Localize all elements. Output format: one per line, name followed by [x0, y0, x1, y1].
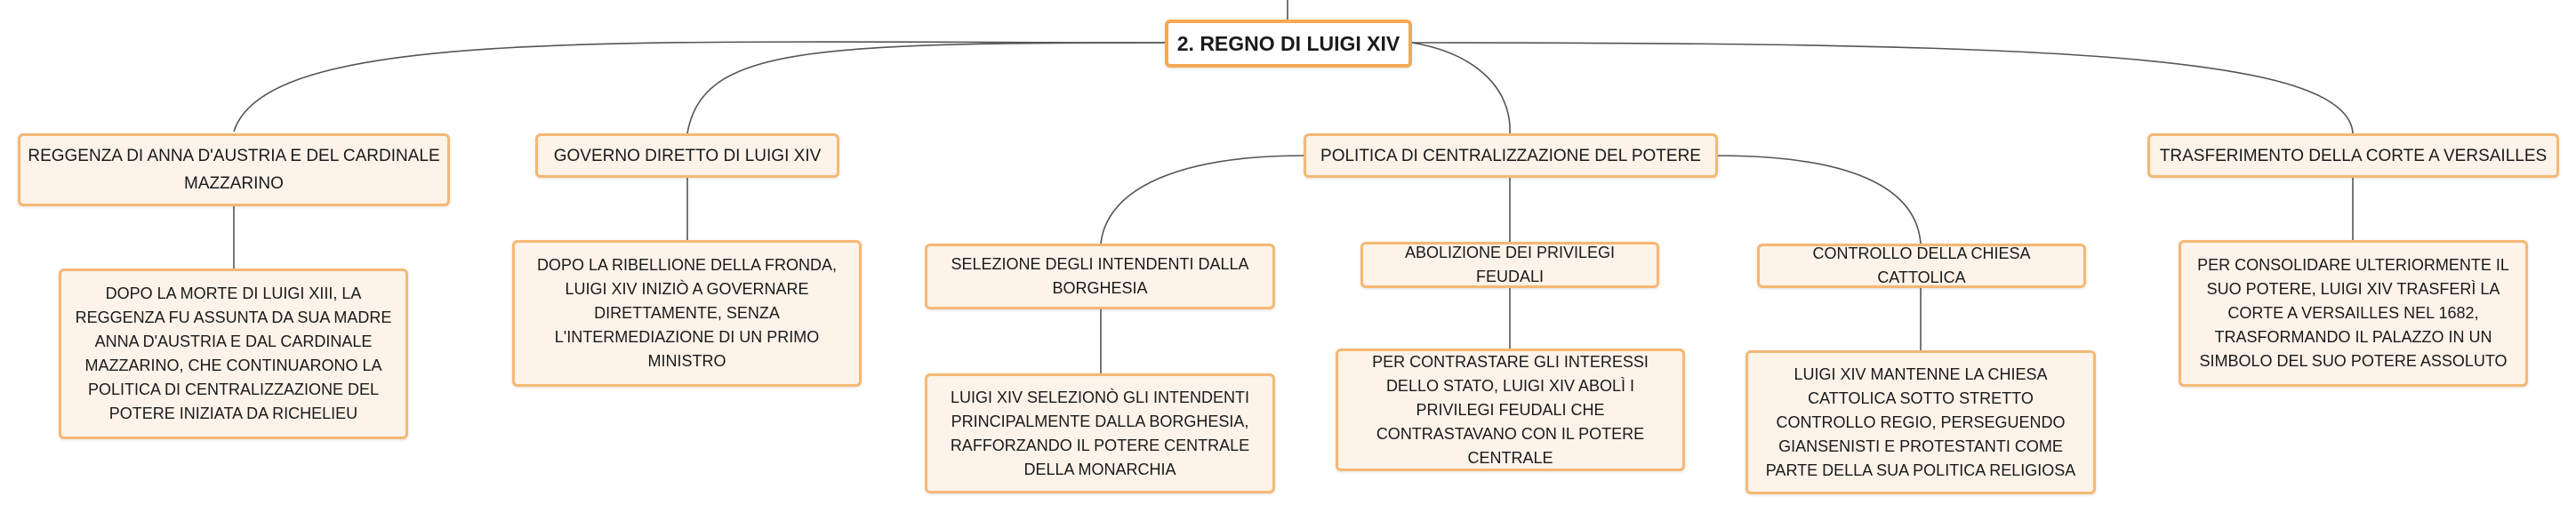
edge-central-church — [1715, 155, 1922, 244]
subtopic-church[interactable]: CONTROLLO DELLA CHIESA CATTOLICA — [1757, 244, 2086, 288]
edge-root-versailles — [1411, 42, 2354, 134]
branch-direct-rule[interactable]: GOVERNO DIRETTO DI LUIGI XIV — [535, 133, 839, 178]
branch-versailles[interactable]: TRASFERIMENTO DELLA CORTE A VERSAILLES — [2147, 133, 2559, 178]
subtopic-feudal[interactable]: ABOLIZIONE DEI PRIVILEGI FEUDALI — [1360, 242, 1659, 288]
detail-intendants[interactable]: LUIGI XIV SELEZIONÒ GLI INTENDENTI PRINC… — [925, 373, 1275, 493]
edge-central-intendants — [1100, 155, 1304, 244]
detail-feudal[interactable]: PER CONTRASTARE GLI INTERESSI DELLO STAT… — [1336, 349, 1685, 471]
edge-root-direct-rule — [686, 42, 1166, 134]
branch-regency[interactable]: REGGENZA DI ANNA D'AUSTRIA E DEL CARDINA… — [18, 133, 450, 206]
edge-root-regency — [233, 41, 1166, 132]
branch-centralization[interactable]: POLITICA DI CENTRALIZZAZIONE DEL POTERE — [1304, 133, 1718, 178]
detail-versailles[interactable]: PER CONSOLIDARE ULTERIORMENTE IL SUO POT… — [2179, 240, 2528, 387]
edge-root-centralization — [1411, 42, 1511, 134]
detail-direct-rule[interactable]: DOPO LA RIBELLIONE DELLA FRONDA, LUIGI X… — [512, 240, 862, 387]
subtopic-intendants[interactable]: SELEZIONE DEGLI INTENDENTI DALLA BORGHES… — [925, 244, 1275, 309]
detail-church[interactable]: LUIGI XIV MANTENNE LA CHIESA CATTOLICA S… — [1745, 350, 2096, 494]
detail-regency[interactable]: DOPO LA MORTE DI LUIGI XIII, LA REGGENZA… — [59, 269, 408, 439]
root-topic[interactable]: 2. REGNO DI LUIGI XIV — [1165, 20, 1412, 68]
